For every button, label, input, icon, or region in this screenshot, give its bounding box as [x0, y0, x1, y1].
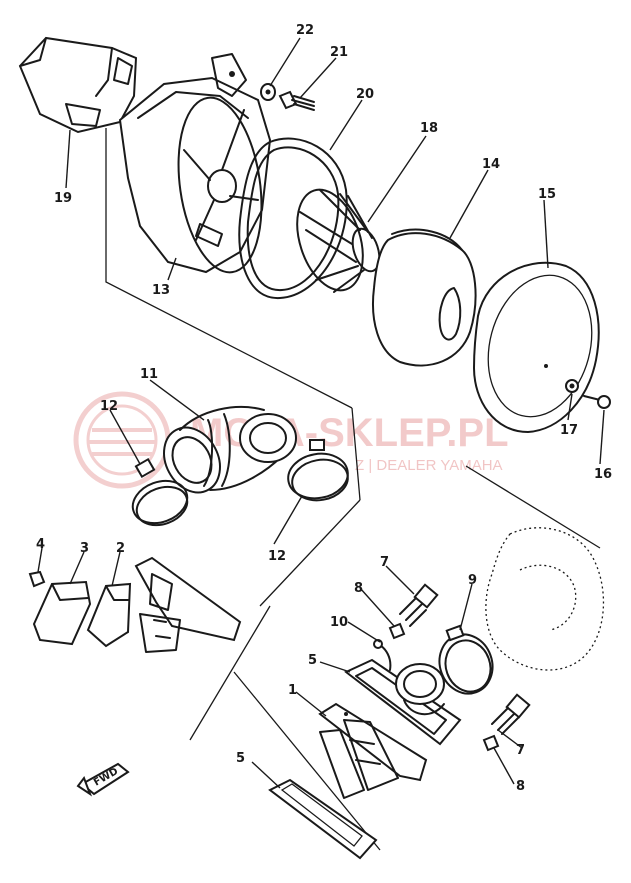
part-20-gasket-ring [238, 137, 348, 300]
part-15-cover [472, 261, 600, 434]
callout-7-bottom: 7 [516, 743, 525, 758]
callout-12-top: 12 [100, 399, 118, 414]
part-4-nut [28, 570, 46, 588]
part-7-bolt-upper [399, 583, 439, 627]
part-12-clamp-right [287, 439, 349, 502]
leader-lines [37, 37, 605, 789]
part-16-screw [583, 395, 611, 409]
part-2-reed-petal [86, 582, 132, 648]
callout-20: 20 [356, 87, 374, 102]
callout-numbers: 22 21 20 18 14 15 13 19 11 12 17 16 12 4… [36, 23, 612, 794]
part-22-washer [260, 83, 276, 101]
callout-4: 4 [36, 537, 45, 552]
part-3-reed-stopper [32, 580, 92, 646]
callout-16: 16 [594, 467, 612, 482]
callout-6: 5 [308, 653, 317, 668]
part-8-washer-lower [482, 734, 500, 752]
callout-8-top: 8 [354, 581, 363, 596]
part-8-washer-upper [388, 622, 406, 640]
part-13-air-box [118, 53, 272, 274]
callout-21: 21 [330, 45, 348, 60]
watermark-subtitle: Z | DEALER YAMAHA [355, 457, 503, 474]
part-21-bolt [278, 90, 315, 111]
part-19-air-duct [18, 36, 138, 134]
part-9-clamp [438, 624, 494, 695]
part-14-filter-element [372, 228, 477, 367]
part-5-gasket-lower [268, 778, 378, 860]
callout-18: 18 [420, 121, 438, 136]
forward-direction-badge: FWD [76, 762, 130, 797]
callout-7-top: 7 [380, 555, 389, 570]
part-12-clamp-left [131, 457, 189, 527]
part-1-reed-valve-assembly [318, 702, 428, 799]
part-17-grommet [565, 379, 579, 393]
engine-crankcase-outline [485, 527, 605, 671]
callout-14: 14 [482, 157, 500, 172]
callout-8-bottom: 8 [516, 779, 525, 794]
callout-17: 17 [560, 423, 578, 438]
callout-19: 19 [54, 191, 72, 206]
watermark-brand: MOTA-SKLEP.PL [190, 411, 509, 455]
part-7-bolt-lower [491, 693, 531, 735]
callout-9: 9 [468, 573, 477, 588]
callout-22: 22 [296, 23, 314, 38]
callout-11: 11 [140, 367, 158, 382]
part-6-carb-joint [344, 658, 462, 746]
watermark-logo-icon [73, 391, 171, 489]
reed-valve-block-upper [134, 556, 242, 653]
callout-10: 10 [330, 615, 348, 630]
callout-3: 3 [80, 541, 89, 556]
callout-5: 5 [236, 751, 245, 766]
callout-1: 1 [288, 683, 297, 698]
callout-2: 2 [116, 541, 125, 556]
callout-13: 13 [152, 283, 170, 298]
part-18-filter-cage [296, 188, 381, 293]
assembly-frame-lines [105, 128, 601, 851]
callout-15: 15 [538, 187, 556, 202]
callout-12-bottom: 12 [268, 549, 286, 564]
part-11-intake-joint [163, 406, 297, 494]
